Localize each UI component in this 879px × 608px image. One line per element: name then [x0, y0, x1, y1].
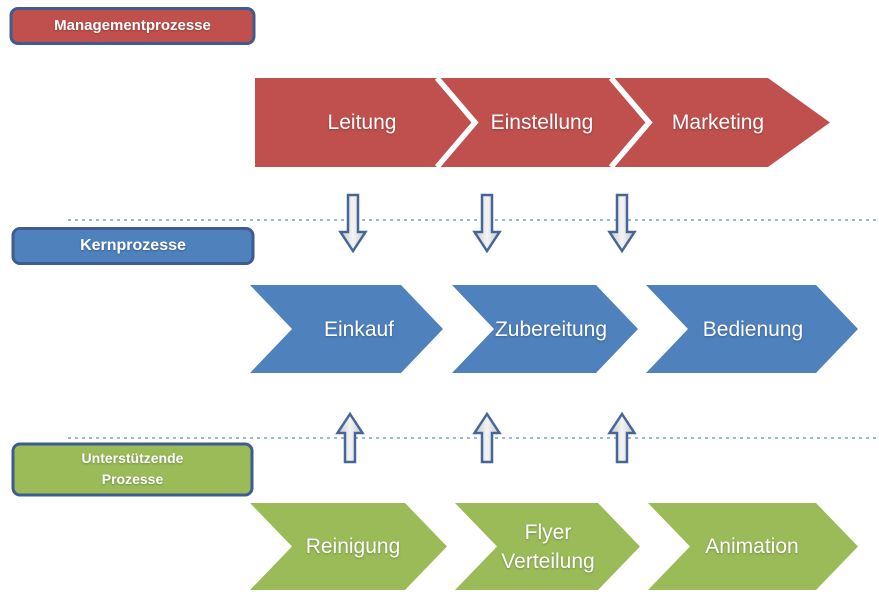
up-arrow-icon — [472, 411, 502, 464]
chevron-label-leitung: Leitung — [327, 111, 397, 134]
chevron-label-zubereitung: Zubereitung — [494, 318, 608, 341]
management-label: Managementprozesse — [54, 17, 211, 34]
chevron-label-bedienung: Bedienung — [702, 318, 804, 341]
chevron-label-einkauf: Einkauf — [323, 318, 395, 341]
chevron-label-flyer-verteilung: Flyer Verteilung — [501, 521, 595, 573]
core-chevron-bedienung — [646, 285, 858, 373]
chevron-label-reinigung: Reinigung — [305, 535, 401, 558]
chevron-separator-icon — [608, 76, 653, 169]
support-label: Unterstützende Prozesse — [81, 450, 184, 487]
support-label-box — [11, 442, 254, 497]
core-label-box — [11, 227, 255, 265]
chevron-label-marketing: Marketing — [671, 111, 765, 134]
management-label-box — [9, 7, 256, 45]
support-chevron-reinigung — [250, 503, 447, 590]
chevron-separator-icon — [434, 76, 479, 169]
down-arrow-icon — [472, 193, 502, 254]
up-arrow-icon — [335, 411, 365, 464]
core-label: Kernprozesse — [80, 237, 186, 254]
down-arrow-icon — [607, 193, 637, 254]
support-chevron-animation — [648, 503, 858, 590]
core-chevron-zubereitung — [452, 285, 638, 373]
core-chevron-einkauf — [250, 285, 443, 373]
chevron-label-einstellung: Einstellung — [490, 111, 594, 134]
chevron-label-animation: Animation — [705, 535, 799, 558]
management-chevron-band — [255, 78, 830, 167]
support-chevron-flyer-verteilung — [455, 503, 640, 590]
down-arrow-icon — [338, 193, 368, 254]
up-arrow-icon — [607, 411, 637, 464]
